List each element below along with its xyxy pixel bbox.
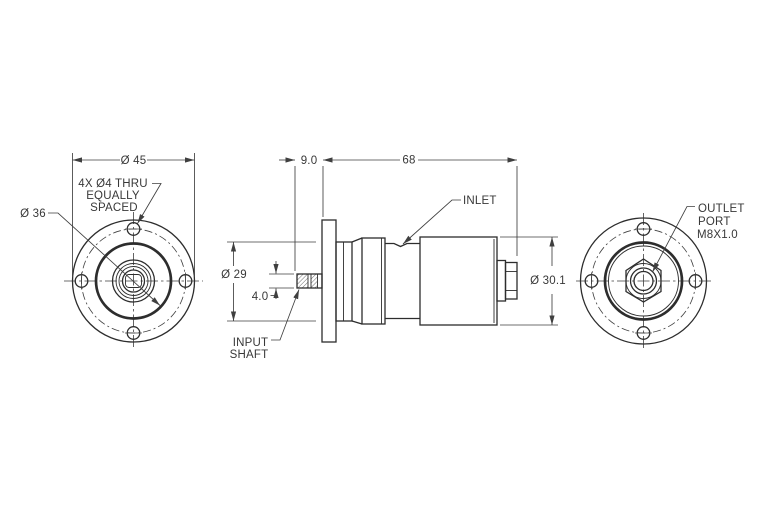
label-inlet: INLET xyxy=(402,195,497,245)
note-bolt-holes-line3: SPACED xyxy=(90,202,138,214)
label-inlet-text: INLET xyxy=(463,195,497,207)
leader-outlet-port xyxy=(652,206,695,273)
note-bolt-holes: 4X Ø4 THRU EQUALLY SPACED xyxy=(78,178,162,224)
mounting-flange xyxy=(321,219,337,343)
dim-shaft-diameter-text: 4.0 xyxy=(252,291,269,303)
rear-hex-inscribed-circle xyxy=(625,263,662,299)
outlet-hex-boss xyxy=(496,259,518,302)
dim-body-diameter: Ø 29 xyxy=(221,241,316,322)
front-hub-circle-3 xyxy=(118,266,149,296)
front-bolt-holes xyxy=(74,222,193,340)
leader-input-shaft xyxy=(271,289,300,341)
front-hub-circle-1 xyxy=(111,259,156,303)
front-hub-circle-2 xyxy=(115,263,152,299)
dim-rear-body-diameter: Ø 30.1 xyxy=(500,236,566,326)
input-shaft xyxy=(296,273,323,289)
dim-flange-diameter-text: Ø 45 xyxy=(121,155,147,167)
note-bolt-holes-line2: EQUALLY xyxy=(86,190,140,202)
dim-body-length-text: 68 xyxy=(402,155,415,167)
dim-shaft-diameter: 4.0 xyxy=(252,261,294,303)
label-outlet-line2: PORT xyxy=(698,216,731,228)
rear-recess-circle xyxy=(608,245,679,317)
dim-rear-body-diameter-text: Ø 30.1 xyxy=(530,275,566,287)
rear-port-thread-circle xyxy=(629,267,658,295)
dim-pilot-diameter-text: Ø 36 xyxy=(20,208,46,220)
leader-pilot-diameter xyxy=(48,212,161,306)
label-input-shaft-line2: SHAFT xyxy=(230,349,269,361)
dim-flange-diameter: Ø 45 xyxy=(72,153,195,277)
dim-shaft-protrusion-text: 9.0 xyxy=(301,155,318,167)
dim-pilot-diameter: Ø 36 xyxy=(20,208,161,306)
rear-port-bore-circle xyxy=(633,270,654,292)
label-input-shaft-line1: INPUT xyxy=(233,337,269,349)
dim-body-length: 68 xyxy=(322,155,518,256)
side-view: 9.0 68 Ø 29 4.0 INLET xyxy=(221,155,566,362)
note-bolt-holes-line1: 4X Ø4 THRU xyxy=(78,178,148,190)
pump-body xyxy=(335,236,498,326)
front-outer-flange-circle xyxy=(71,219,196,343)
front-pilot-circle xyxy=(94,242,173,320)
dim-shaft-protrusion: 9.0 xyxy=(279,155,317,271)
label-outlet-line1: OUTLET xyxy=(698,203,745,215)
leader-bolt-holes xyxy=(137,183,162,224)
label-outlet-line3: M8X1.0 xyxy=(697,229,738,241)
front-view: Ø 45 4X Ø4 THRU EQUALLY SPACED Ø 36 xyxy=(20,153,203,350)
rear-bolt-holes xyxy=(584,222,703,340)
rear-outer-flange-circle xyxy=(579,217,708,345)
front-shaft-bore-circle xyxy=(121,269,146,293)
label-input-shaft: INPUT SHAFT xyxy=(230,289,300,361)
front-shaft-end xyxy=(125,274,142,288)
label-outlet-port: OUTLET PORT M8X1.0 xyxy=(652,203,745,273)
leader-inlet xyxy=(402,199,461,245)
rear-view: OUTLET PORT M8X1.0 xyxy=(576,203,745,349)
rear-hex-boss xyxy=(625,258,662,303)
dim-body-diameter-text: Ø 29 xyxy=(221,269,247,281)
rear-pilot-circle xyxy=(603,241,684,321)
